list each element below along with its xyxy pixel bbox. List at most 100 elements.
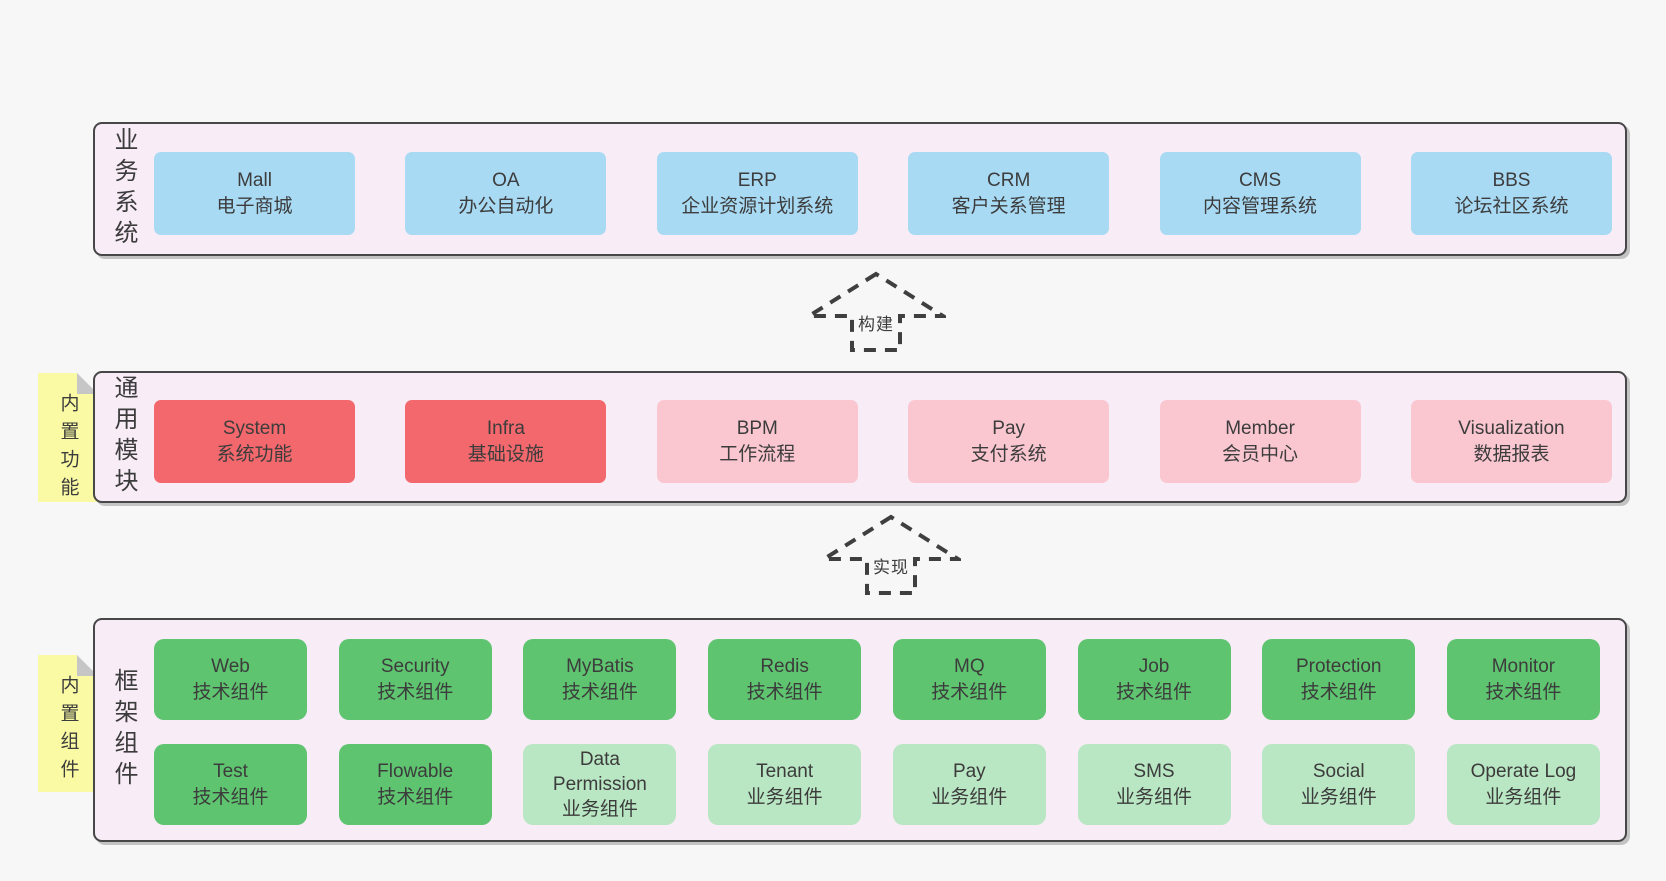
box-protection: Protection 技术组件 [1262,639,1416,720]
box-redis: Redis 技术组件 [708,639,862,720]
box-desc: 论坛社区系统 [1454,195,1569,217]
box-desc: 技术组件 [192,786,269,808]
box-monitor: Monitor 技术组件 [1446,639,1600,720]
box-name: Operate Log [1470,761,1577,783]
box-oa: OA 办公自动化 [405,152,607,235]
box-name: Pay [992,418,1026,440]
up-arrow-icon [806,271,946,352]
box-desc: 办公自动化 [458,195,554,217]
box-mq: MQ 技术组件 [892,639,1046,720]
business-systems-row: Mall 电子商城 OA 办公自动化 ERP 企业资源计划系统 CRM 客户关系… [154,152,1612,235]
box-desc: 技术组件 [561,681,638,703]
box-name: Web [211,656,250,678]
box-desc: 业务组件 [561,799,638,821]
box-desc: 业务组件 [746,786,823,808]
box-desc: 业务组件 [1300,786,1377,808]
box-name: OA [492,170,520,192]
box-test: Test 技术组件 [154,744,307,825]
box-name: Pay [952,761,986,783]
box-job: Job 技术组件 [1077,639,1231,720]
box-desc: 技术组件 [192,681,269,703]
common-modules-row: System 系统功能 Infra 基础设施 BPM 工作流程 Pay 支付系统… [154,400,1612,483]
box-web: Web 技术组件 [154,639,307,720]
box-name: BPM [736,418,778,440]
box-name: Member [1225,418,1295,440]
box-bbs: BBS 论坛社区系统 [1410,152,1612,235]
build-arrow: 构建 [806,271,946,353]
box-name: Infra [486,418,525,440]
box-desc: 技术组件 [377,786,454,808]
box-desc: 业务组件 [1116,786,1193,808]
box-name: Mall [237,170,272,192]
built-in-components-sticky: 内置组件 [38,655,98,792]
box-desc: 电子商城 [216,195,293,217]
framework-components-row-2: Test 技术组件 Flowable 技术组件 Data Permission … [154,744,1600,825]
box-mybatis: MyBatis 技术组件 [523,639,677,720]
box-desc: 客户关系管理 [951,195,1066,217]
box-name: MyBatis [566,656,634,678]
box-bpm: BPM 工作流程 [656,400,858,483]
box-desc: 技术组件 [377,681,454,703]
box-flowable: Flowable 技术组件 [338,744,492,825]
box-visualization: Visualization 数据报表 [1410,400,1612,483]
box-name: MQ [954,656,985,678]
box-infra: Infra 基础设施 [405,400,607,483]
box-desc: 系统功能 [216,443,293,465]
box-name: Tenant [756,761,814,783]
box-name: Social [1312,761,1365,783]
common-modules-layer: 通用模块 System 系统功能 Infra 基础设施 BPM 工作流程 Pay… [93,371,1627,503]
box-desc: 工作流程 [719,443,796,465]
box-system: System 系统功能 [154,400,355,483]
framework-components-row-1: Web 技术组件 Security 技术组件 MyBatis 技术组件 Redi… [154,639,1600,720]
built-in-features-sticky: 内置功能 [38,373,98,505]
box-name: System [222,418,287,440]
box-name: Job [1138,656,1170,678]
box-name: Data Permission [552,748,647,795]
folded-corner-icon [77,655,98,676]
box-name: SMS [1133,761,1175,783]
box-desc: 技术组件 [746,681,823,703]
build-arrow-label: 构建 [854,309,898,336]
box-name: CMS [1238,170,1282,192]
common-modules-label: 通用模块 [110,375,137,499]
box-cms: CMS 内容管理系统 [1159,152,1361,235]
framework-components-label: 框架组件 [110,668,137,792]
box-name: Protection [1295,656,1382,678]
implement-arrow-label: 实现 [869,552,913,579]
box-desc: 技术组件 [931,681,1008,703]
business-systems-label: 业务系统 [110,127,137,251]
box-mall: Mall 电子商城 [154,152,355,235]
box-desc: 支付系统 [970,443,1047,465]
up-arrow-icon [821,514,961,595]
box-name: Security [380,656,450,678]
box-desc: 业务组件 [931,786,1008,808]
box-name: BBS [1492,170,1531,192]
box-name: Redis [760,656,809,678]
built-in-features-label: 内置功能 [57,393,79,505]
box-desc: 基础设施 [467,443,544,465]
box-desc: 企业资源计划系统 [681,195,834,217]
built-in-components-label: 内置组件 [57,675,79,787]
folded-corner-icon [77,373,98,394]
box-desc: 会员中心 [1222,443,1299,465]
box-data-permission: Data Permission 业务组件 [523,744,677,825]
box-security: Security 技术组件 [338,639,492,720]
box-social: Social 业务组件 [1262,744,1416,825]
box-desc: 业务组件 [1485,786,1562,808]
box-tenant: Tenant 业务组件 [708,744,862,825]
box-desc: 技术组件 [1485,681,1562,703]
framework-components-layer: 框架组件 Web 技术组件 Security 技术组件 MyBatis 技术组件… [93,618,1627,842]
box-operate-log: Operate Log 业务组件 [1446,744,1600,825]
box-name: Monitor [1491,656,1556,678]
box-name: Test [213,761,248,783]
box-desc: 内容管理系统 [1203,195,1318,217]
box-name: Flowable [377,761,454,783]
box-pay-biz: Pay 业务组件 [892,744,1046,825]
box-desc: 数据报表 [1473,443,1550,465]
business-systems-layer: 业务系统 Mall 电子商城 OA 办公自动化 ERP 企业资源计划系统 CRM… [93,122,1627,256]
box-crm: CRM 客户关系管理 [908,152,1110,235]
box-sms: SMS 业务组件 [1077,744,1231,825]
box-pay: Pay 支付系统 [908,400,1110,483]
box-desc: 技术组件 [1116,681,1193,703]
box-erp: ERP 企业资源计划系统 [656,152,858,235]
